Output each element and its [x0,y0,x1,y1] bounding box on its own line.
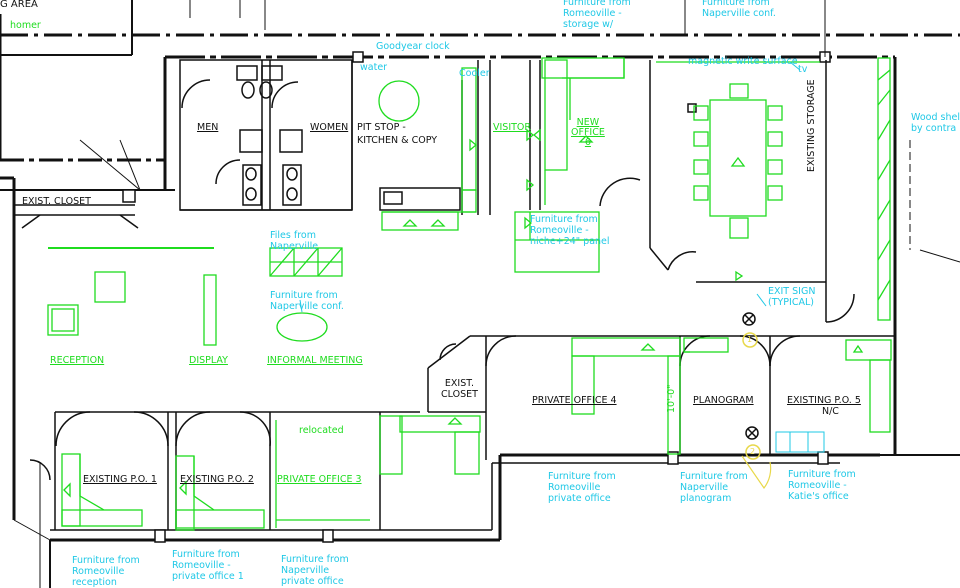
existing-storage-label: EXISTING STORAGE [806,79,817,172]
reception-label: RECEPTION [50,355,105,366]
naperville-conf-note: Furniture from Naperville conf. [270,290,344,312]
tv-note: tv [798,64,808,75]
romeoville-po1-note: Furniture from Romeoville - private offi… [172,549,244,582]
romeoville-niche-note: Furniture from Romeoville - niche+24" pa… [530,214,610,247]
furniture [47,57,892,531]
women-room-label: WOMEN [310,122,349,133]
no-change-label: N/C [822,406,839,417]
existing-po5-label: EXISTING P.O. 5 [787,395,861,406]
exit-sign-note: EXIT SIGN (TYPICAL) [768,286,816,308]
exist-closet-2-label: EXIST. CLOSET [441,378,478,400]
display-label: DISPLAY [189,355,228,366]
area-label: G AREA [0,0,38,10]
romeoville-private-office-note: Furniture from Romeoville private office [548,471,616,504]
marker-2-number: 2 [750,447,756,456]
men-room-label: MEN [197,122,219,133]
annotation-shapes [299,61,825,453]
marker-1-number: 1 [747,335,753,344]
romeoville-reception-note: Furniture from Romeoville reception [72,555,140,588]
files-naperville-note: Files from Naperville [270,230,319,252]
naperville-planogram-note: Furniture from Naperville planogram [680,471,748,504]
private-office-3-label: PRIVATE OFFICE 3 [277,474,362,485]
relocated-label: relocated [299,425,344,436]
katie-office-note: Furniture from Romeoville - Katie's offi… [788,469,856,502]
dimension-label: 10'-0" [666,384,677,413]
marker-circle-2 [745,444,761,460]
interior-walls [14,59,895,530]
magnetic-surface-note: magnetic write surface [688,56,798,67]
door-swing-2 [741,455,772,490]
exit-sign-icon [745,426,759,440]
planogram-label: PLANOGRAM [693,395,754,406]
naperville-conf-note-top: Furniture from Naperville conf. [702,0,776,19]
visitor-label: VISITOR [493,122,532,133]
exit-sign-markers [741,312,772,490]
private-office-4-label: PRIVATE OFFICE 4 [532,395,617,406]
kitchen-copy-label: PIT STOP - KITCHEN & COPY [357,122,438,146]
cooler-note: Cooler [459,68,490,79]
naperville-private-office-note: Furniture from Naperville private office [281,554,349,587]
marker-circle-1 [742,332,758,348]
exist-closet-label: EXIST. CLOSET [22,196,91,207]
existing-po1-label: EXISTING P.O. 1 [83,474,157,485]
water-note: water [360,62,388,73]
informal-meeting-label: INFORMAL MEETING [267,355,363,366]
homer-label: homer [10,20,41,31]
new-office-6-label: NEW OFFICE 6 [571,117,605,148]
exit-sign-icon [742,312,756,326]
existing-po2-label: EXISTING P.O. 2 [180,474,254,485]
goodyear-clock-note: Goodyear clock [376,41,450,52]
storage-furniture-note: Furniture from Romeoville - storage w/ [563,0,631,30]
wood-shelf-note: Wood shel by contra [911,112,960,134]
